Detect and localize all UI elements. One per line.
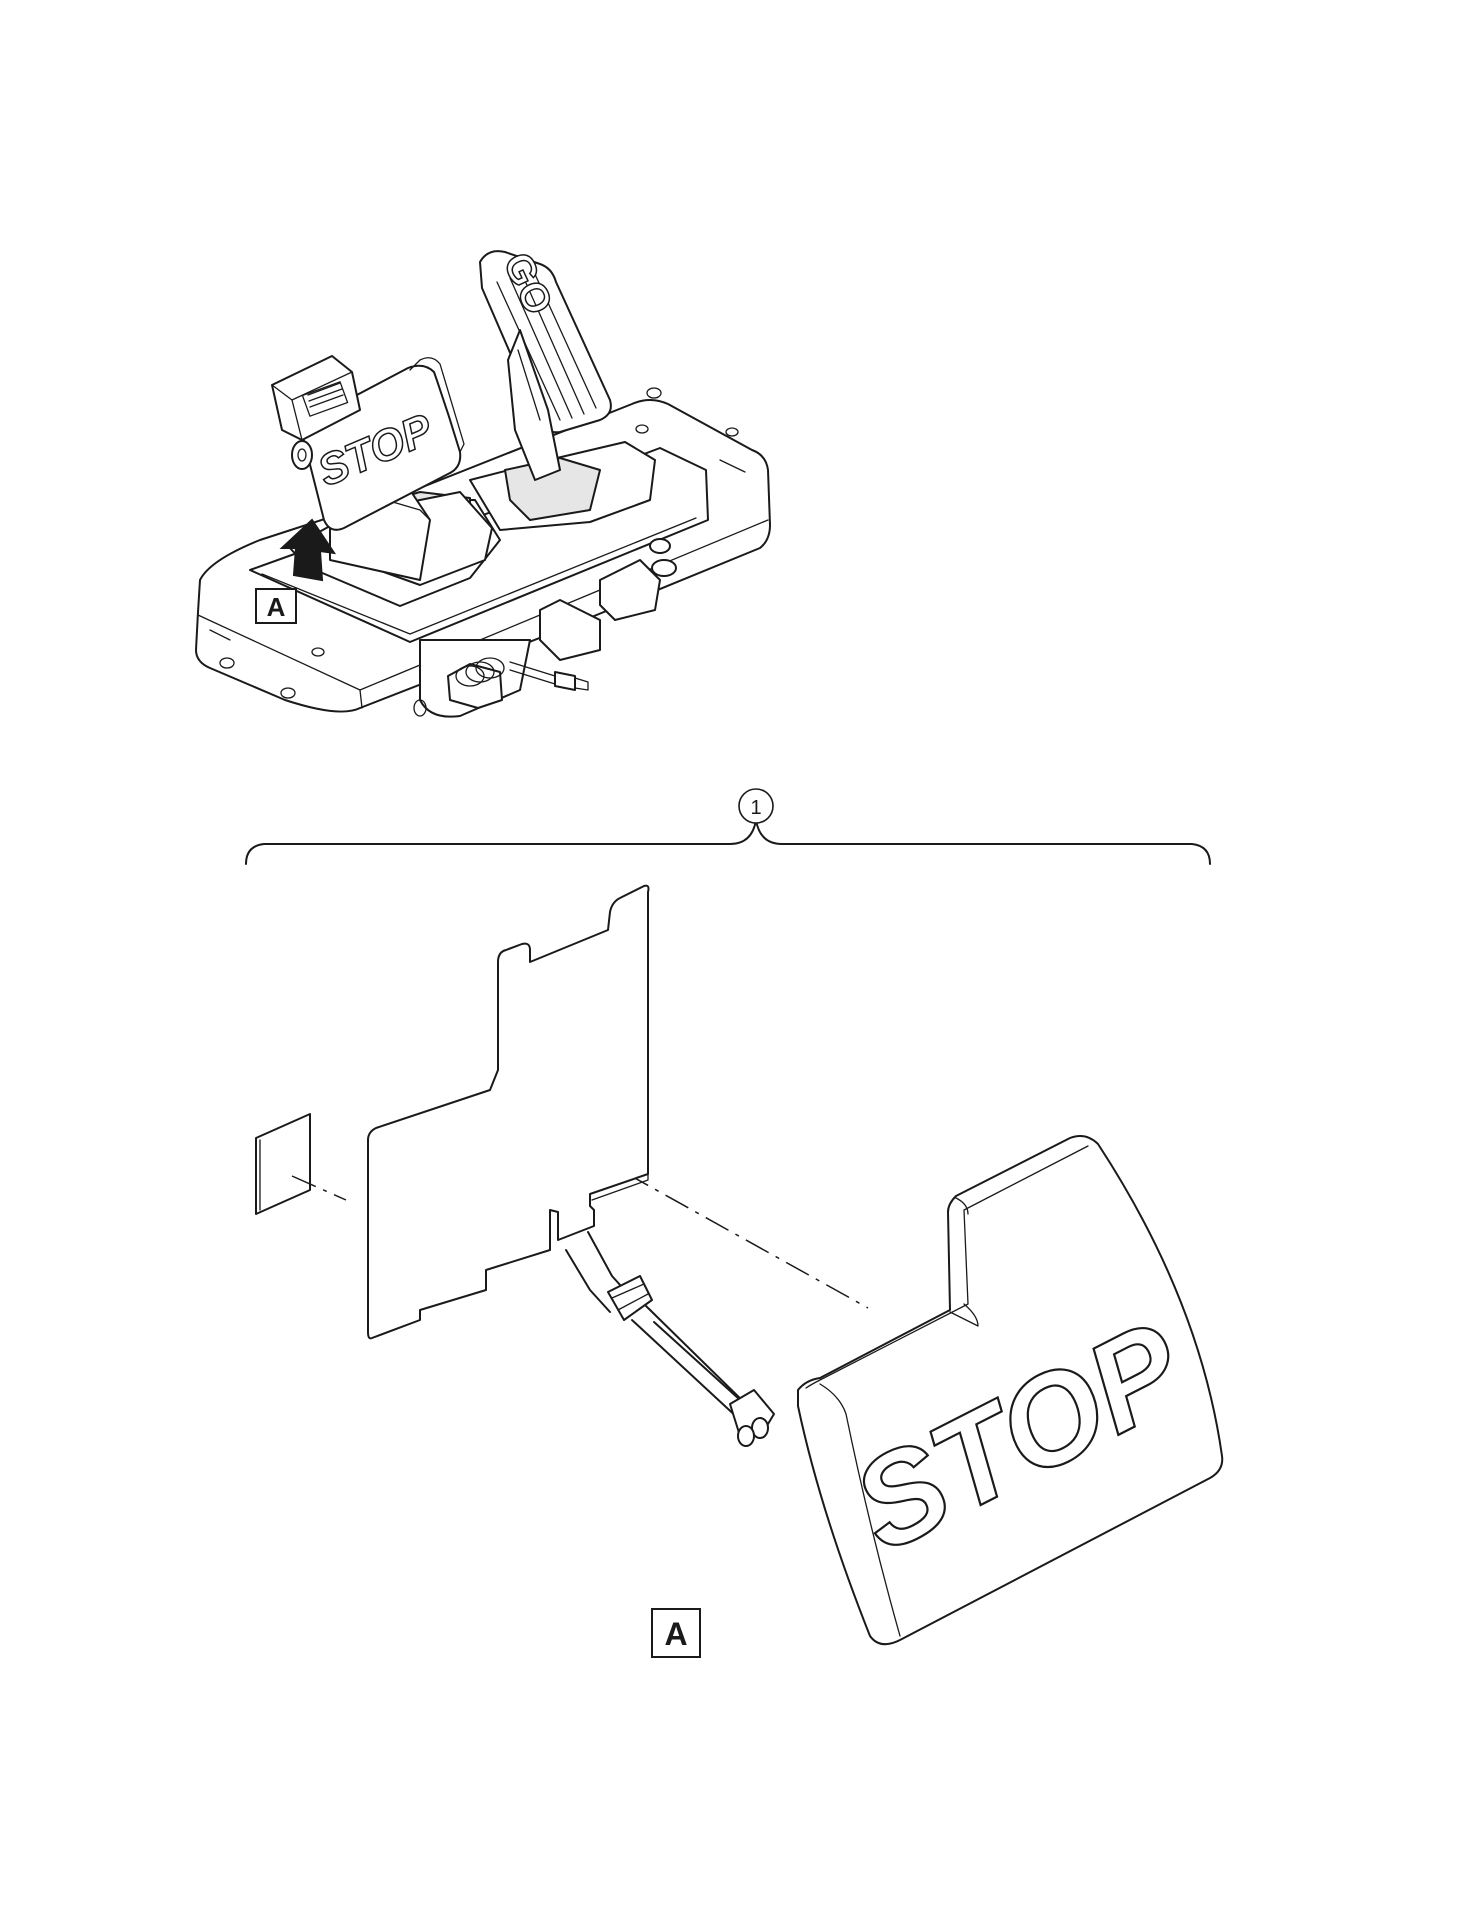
stop-pedal-pad [797,1135,1224,1646]
view-a-label: A [651,1608,701,1658]
view-a-callout: A [255,588,297,624]
direction-arrow-icon [279,518,337,582]
mounting-plate [367,884,650,1340]
pressure-switch-sensor [565,1231,775,1447]
pedal-assembly-illustration: STOP GO A [195,245,771,718]
view-a-callout-label: A [267,592,286,622]
spring-coil [455,657,505,687]
item-number-label: 1 [750,797,761,819]
adjuster-bolt [554,671,576,691]
view-a-label-text: A [664,1616,687,1652]
item-1-bracket: 1 [245,788,1211,865]
small-pad [255,1113,311,1215]
assembly-centerline [291,1175,347,1201]
exploded-view: STOP A [255,884,1224,1658]
